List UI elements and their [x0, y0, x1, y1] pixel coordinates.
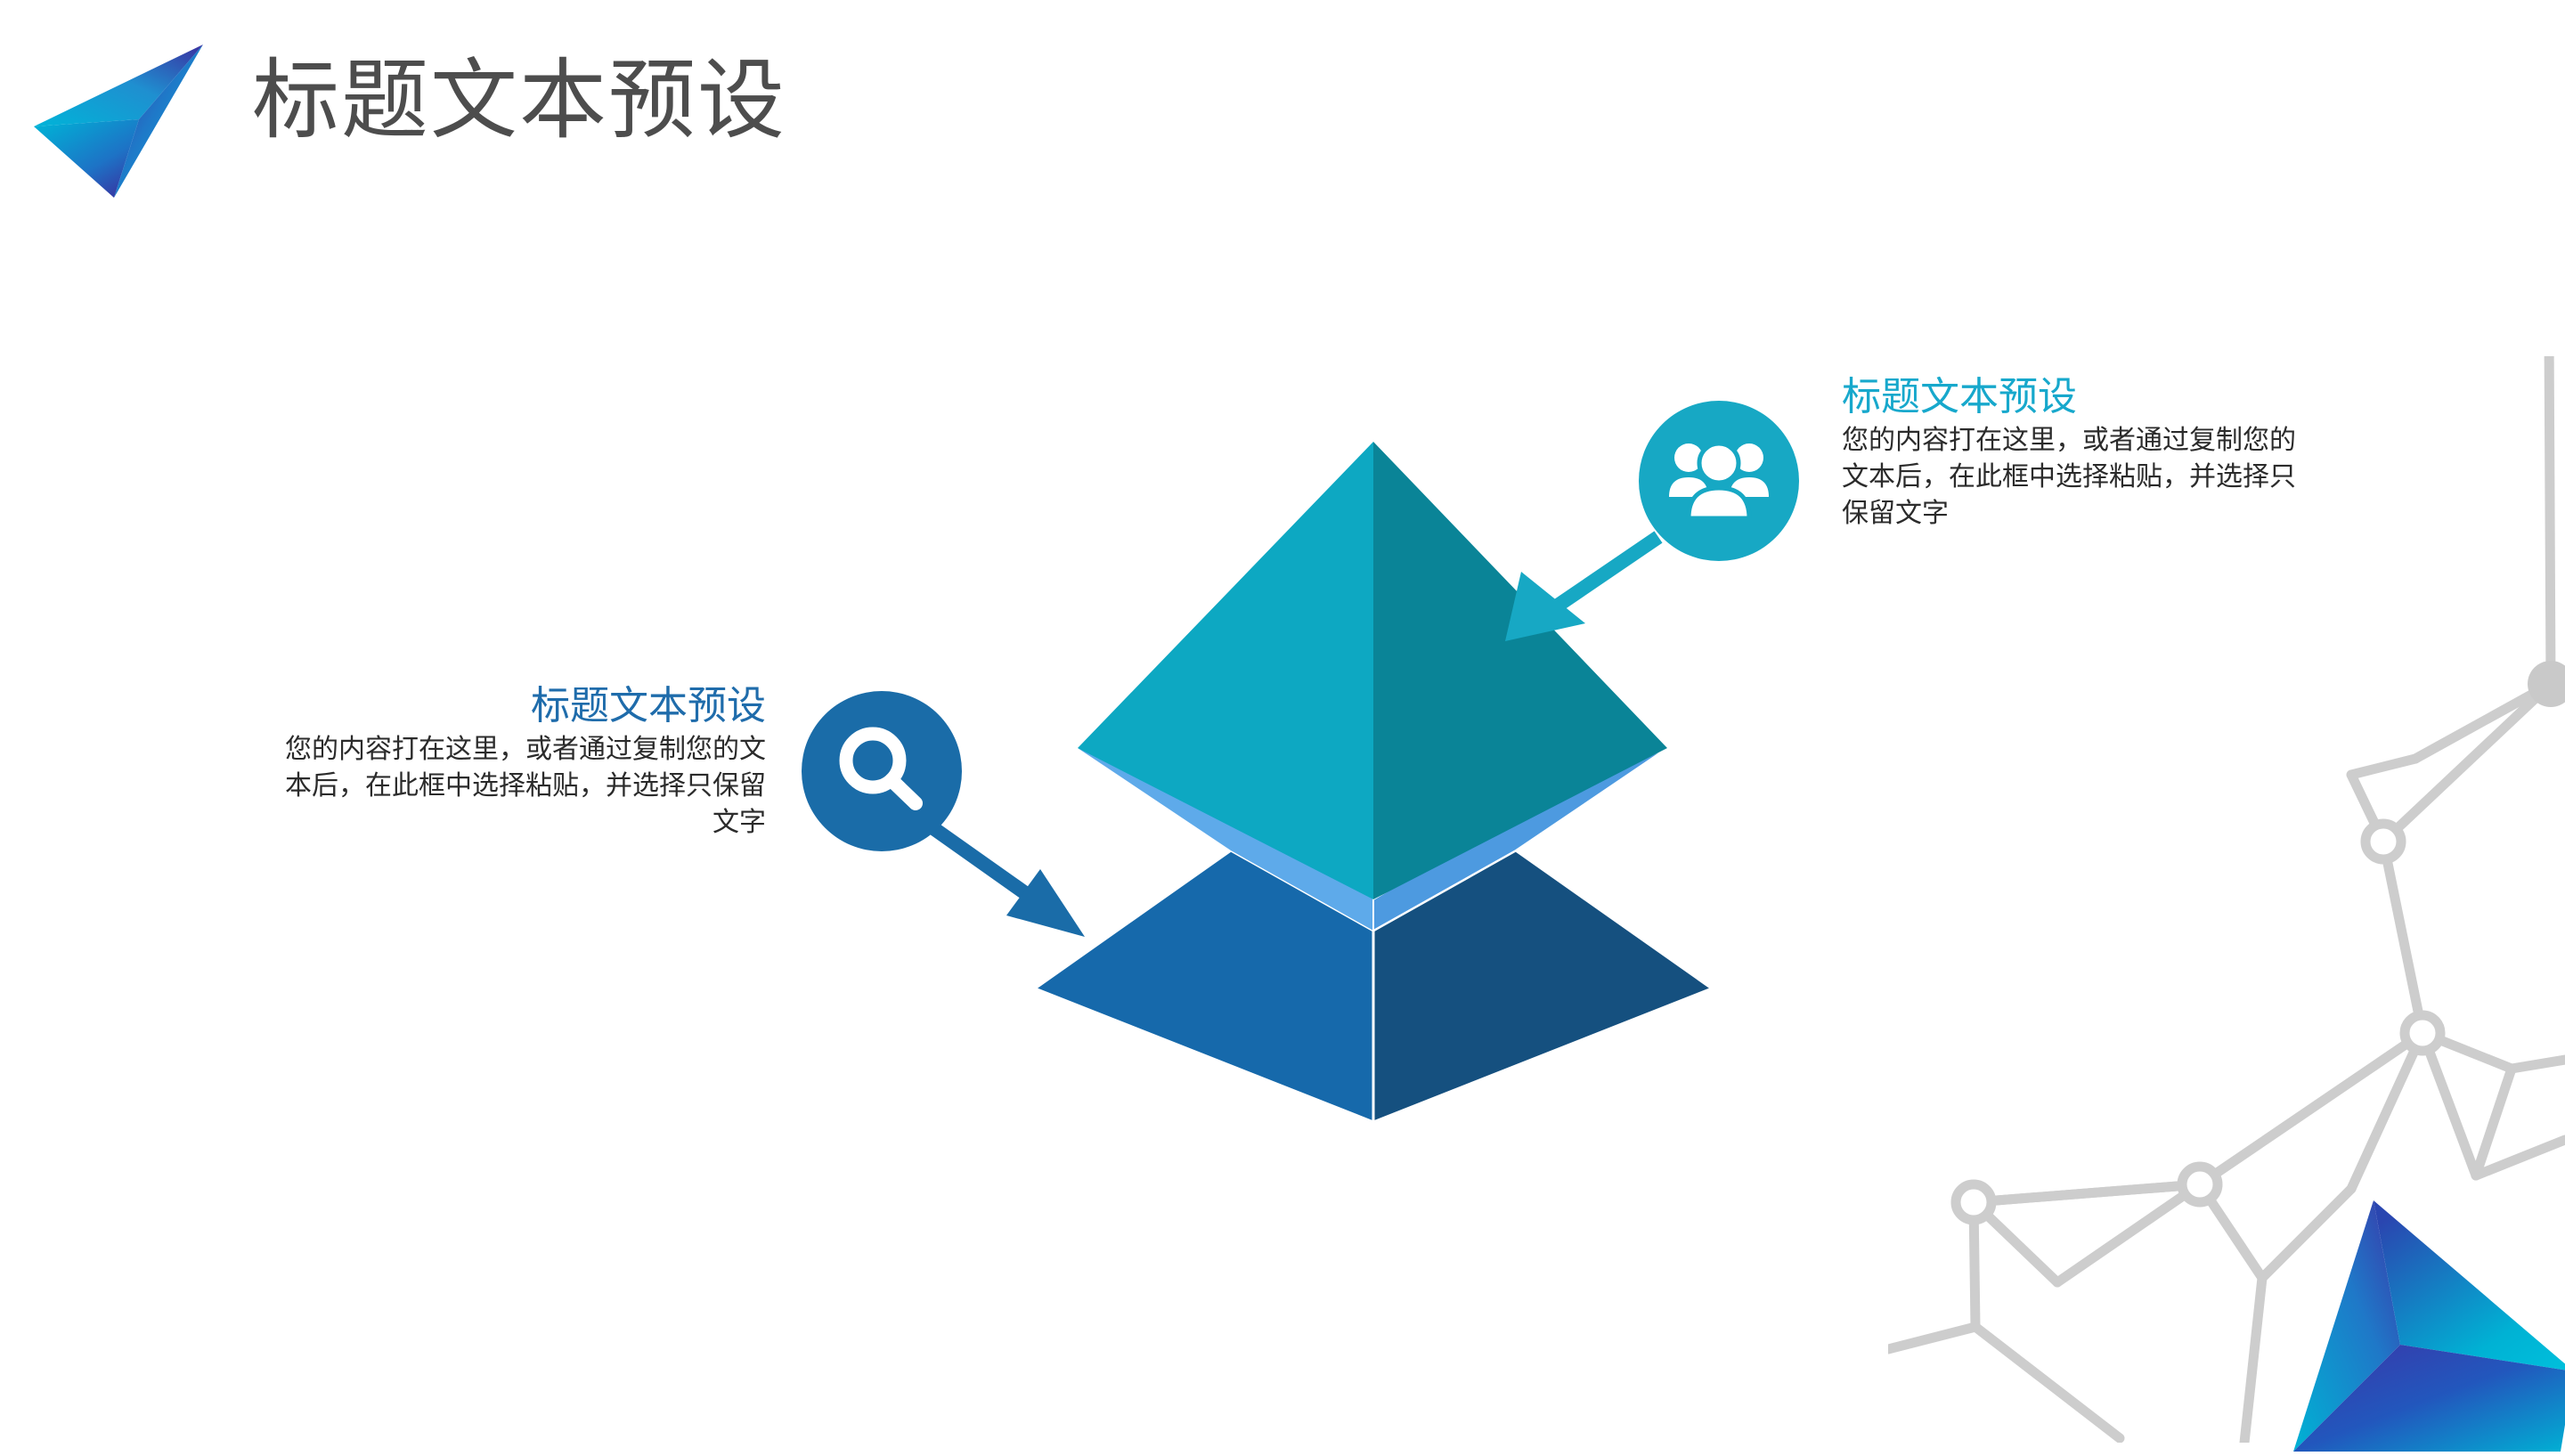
people-group-icon: [1669, 441, 1769, 521]
pyramid-apex-left-face: [1078, 442, 1373, 899]
tetrahedron-logo-icon: [25, 20, 248, 207]
search-icon: [839, 727, 923, 810]
people-group-icon-badge[interactable]: [1639, 401, 1799, 561]
network-node-filled: [2528, 661, 2565, 707]
pyramid-apex-right-face: [1373, 442, 1667, 899]
network-node-hollow: [2177, 1161, 2223, 1208]
network-node-hollow: [2399, 1010, 2446, 1056]
callout-left: 标题文本预设 您的内容打在这里，或者通过复制您的文本后，在此框中选择粘贴，并选择…: [267, 681, 766, 841]
search-icon-badge[interactable]: [802, 691, 962, 851]
callout-right-body: 您的内容打在这里，或者通过复制您的文本后，在此框中选择粘贴，并选择只保留文字: [1842, 426, 2296, 528]
pyramid-diagram: [1024, 401, 1737, 1265]
pyramid-band-left-top: [1078, 748, 1373, 931]
network-node-hollow: [2360, 818, 2406, 865]
decorative-network-graphic: [1883, 324, 2565, 1448]
slide-header: 标题文本预设: [0, 0, 2565, 232]
network-node-hollow: [1950, 1179, 1997, 1225]
callout-left-body: 您的内容打在这里，或者通过复制您的文本后，在此框中选择粘贴，并选择只保留文字: [285, 735, 766, 837]
page-title: 标题文本预设: [252, 51, 787, 149]
callout-right-title: 标题文本预设: [1842, 375, 2077, 419]
callout-right: 标题文本预设 您的内容打在这里，或者通过复制您的文本后，在此框中选择粘贴，并选择…: [1842, 372, 2314, 532]
tetrahedron-accent-icon: [2267, 1193, 2565, 1452]
callout-left-title: 标题文本预设: [531, 684, 766, 728]
